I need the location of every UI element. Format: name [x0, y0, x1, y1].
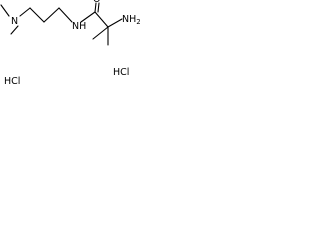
bond-co-o-1	[94, 2, 97, 13]
carbonyl-o-label: O	[93, 0, 100, 5]
bond-co-o-2	[97, 2, 100, 13]
hcl-salt-label: HCl	[4, 76, 20, 87]
bond-cq-methyl-b	[92, 26, 109, 40]
bonds	[0, 2, 123, 46]
bond-c2-c3	[43, 7, 60, 23]
hcl-salt-label: HCl	[113, 67, 129, 78]
dimethylamino-n-label: N	[11, 16, 18, 27]
bond-methyl-2	[10, 25, 19, 35]
bond-nh-co	[80, 11, 96, 23]
bond-n-c1	[19, 7, 31, 17]
bond-co-cq	[94, 11, 109, 28]
bond-c1-c2	[29, 7, 45, 23]
bond-cq-nh2	[107, 18, 123, 28]
structure-diagram: N NH O NH2 HCl HCl	[0, 0, 141, 87]
bond-methyl-1	[0, 4, 10, 17]
amide-nh-label: NH	[72, 21, 86, 32]
primary-amine-label: NH2	[122, 14, 141, 26]
bond-c3-nh	[58, 7, 73, 23]
primary-amine-subscript: 2	[136, 18, 140, 26]
primary-amine-nh: NH	[122, 14, 136, 25]
